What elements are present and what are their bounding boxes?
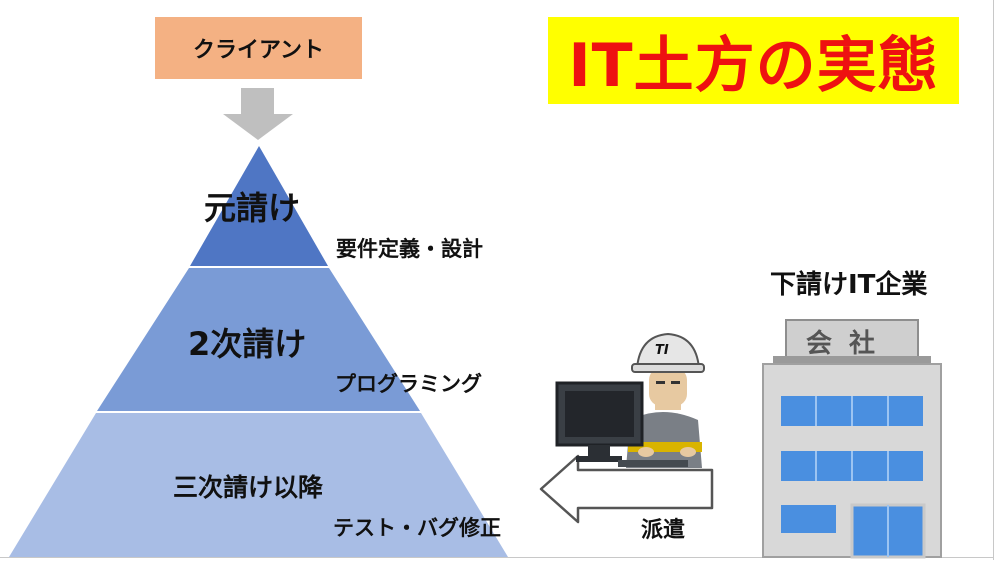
pyramid-tier-middle (97, 268, 420, 411)
worker-illustration (555, 332, 705, 468)
company-building-illustration (762, 319, 942, 559)
down-arrow-icon (223, 88, 293, 140)
frame-line-right (993, 0, 994, 560)
helmet-text: TI (655, 343, 669, 358)
client-box: クライアント (155, 17, 362, 79)
tier-middle-label: 2次請け (188, 325, 307, 363)
dispatch-label: 派遣 (641, 518, 686, 543)
company-sign-text: 会 社 (806, 329, 880, 359)
frame-line-bottom (0, 557, 994, 558)
tier-top-task: 要件定義・設計 (336, 237, 483, 261)
title-box: IT土方の実態 (548, 17, 959, 104)
pyramid-tier-bottom (9, 413, 508, 557)
tier-bottom-task: テスト・バグ修正 (333, 516, 501, 540)
subcontractor-label: 下請けIT企業 (770, 270, 928, 300)
tier-top-label: 元請け (204, 189, 301, 227)
tier-bottom-label: 三次請け以降 (173, 473, 324, 502)
client-label: クライアント (192, 38, 325, 63)
page-title: IT土方の実態 (568, 31, 939, 101)
tier-middle-task: プログラミング (335, 372, 482, 396)
pyramid-tier-top (190, 146, 328, 266)
dispatch-arrow-icon (539, 454, 714, 524)
